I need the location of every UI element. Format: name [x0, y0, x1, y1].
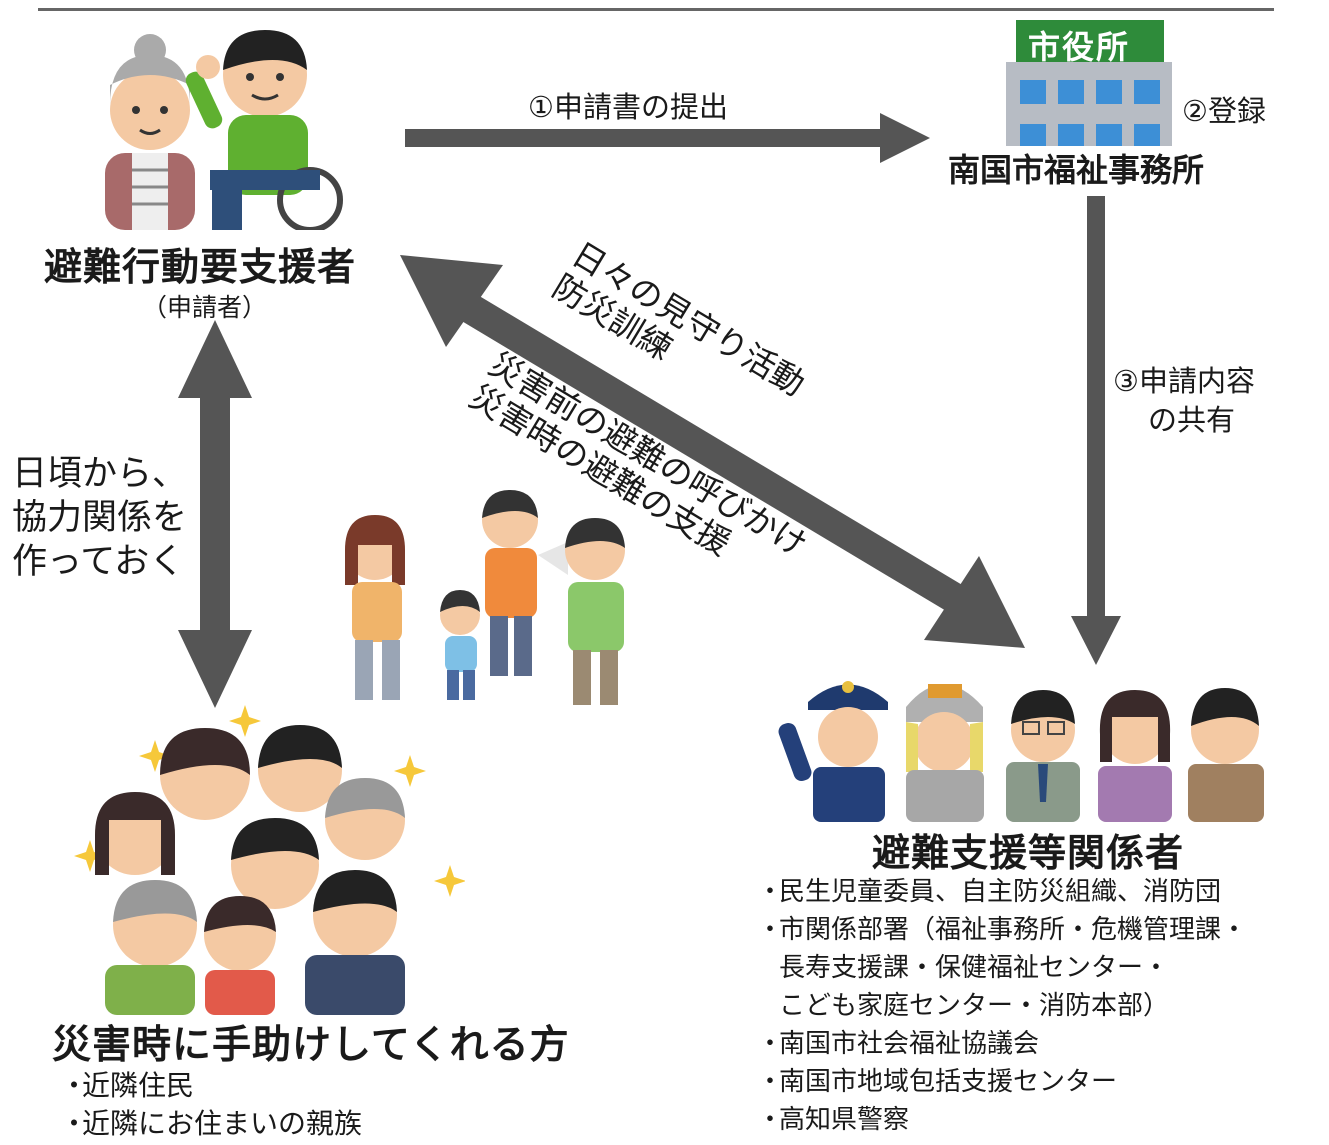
responders-group: [778, 662, 1273, 822]
support-parties-item: 長寿支援課・保健福祉センター・: [779, 953, 1170, 983]
city-hall-building-icon: [1006, 20, 1172, 146]
responders-group-icon: [778, 681, 1264, 822]
applicant-subtitle: （申請者）: [142, 293, 268, 322]
cooperation-line-1: 日頃から、: [12, 454, 188, 494]
arrow-cooperation: [178, 320, 252, 708]
step2-label: ②登録: [1182, 94, 1266, 128]
city-office-name: 南国市福祉事務所: [948, 151, 1205, 189]
arrow-share-contents: [1071, 196, 1121, 665]
helpers-item: ・近隣にお住まいの親族: [60, 1107, 363, 1140]
evacuating-family-icon: [345, 490, 625, 705]
cooperation-line-3: 作っておく: [12, 542, 185, 582]
support-parties-item: ・南国市地域包括支援センター: [757, 1067, 1118, 1097]
support-parties-item: ・市関係部署（福祉事務所・危機管理課・: [757, 915, 1248, 945]
evacuating-family: [330, 490, 660, 710]
step3-label-line2: の共有: [1148, 403, 1236, 437]
support-parties-item: ・高知県警察: [757, 1105, 910, 1135]
support-parties-title: 避難支援等関係者: [872, 831, 1185, 875]
top-rule: [38, 8, 1274, 11]
applicant-illustration: [80, 15, 360, 233]
city-office-building: 市役所: [1002, 18, 1172, 146]
support-parties-item: こども家庭センター・消防本部）: [779, 991, 1170, 1021]
support-parties-item: ・民生児童委員、自主防災組織、消防団: [757, 877, 1222, 907]
step3-label-line1: ③申請内容: [1113, 364, 1255, 398]
step1-label: ①申請書の提出: [528, 90, 728, 124]
arrow-submit-application: [405, 113, 930, 163]
support-parties-item: ・南国市社会福祉協議会: [757, 1029, 1040, 1059]
cheering-crowd-icon: [74, 705, 466, 1015]
helpers-crowd: [65, 700, 466, 1015]
cooperation-line-2: 協力関係を: [12, 498, 188, 538]
arrow-support-diagonal: [400, 255, 1025, 648]
applicant-title: 避難行動要支援者: [44, 245, 357, 289]
helpers-list: ・近隣住民 ・近隣にお住まいの親族: [60, 1067, 362, 1143]
elderly-woman-and-wheelchair-user-icon: [105, 30, 343, 233]
cooperation-text: 日頃から、 協力関係を 作っておく: [12, 452, 187, 584]
helpers-title: 災害時に手助けしてくれる方: [52, 1023, 570, 1068]
building-sign: 市役所: [1028, 28, 1131, 66]
helpers-item: ・近隣住民: [60, 1069, 195, 1102]
support-parties-list: ・民生児童委員、自主防災組織、消防団 ・市関係部署（福祉事務所・危機管理課・ 長…: [757, 873, 1247, 1139]
